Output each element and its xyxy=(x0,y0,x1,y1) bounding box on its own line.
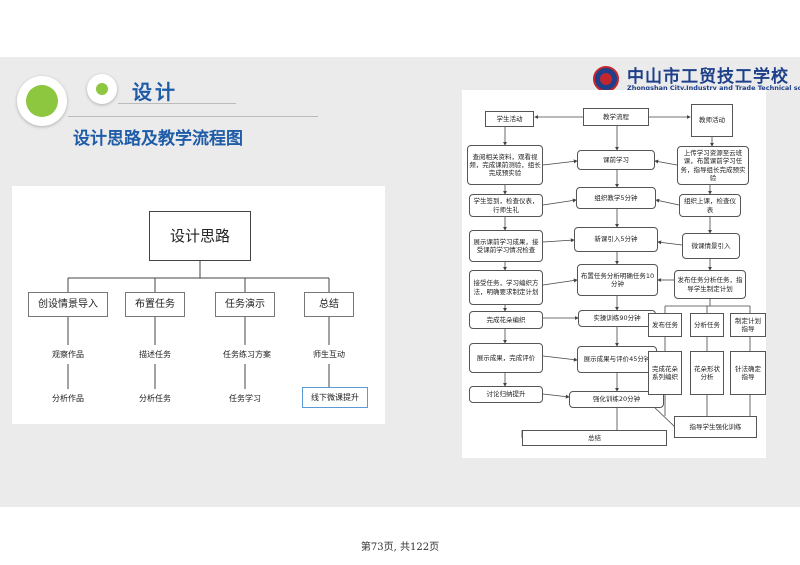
flow-header-teacher: 教师活动 xyxy=(691,104,733,137)
section-title: 设计 xyxy=(132,80,178,104)
student-activity: 讨论归纳提升 xyxy=(469,386,543,403)
branch-title: 任务演示 xyxy=(215,292,275,317)
process-step: 实操训练90分钟 xyxy=(578,310,656,327)
school-name-en: Zhongshan City,Industry and Trade Techni… xyxy=(627,84,800,92)
branch-title: 布置任务 xyxy=(125,292,185,317)
teacher-activity: 微课情景引入 xyxy=(682,233,740,259)
school-logo-center xyxy=(600,73,612,85)
design-map-panel: 设计思路 创设情景导入 布置任务 任务演示 总结 观察作品 描述任务 任务练习方… xyxy=(12,186,385,424)
decor-dot-small xyxy=(96,83,108,95)
branch-step: 描述任务 xyxy=(139,349,171,359)
page-subtitle: 设计思路及教学流程图 xyxy=(73,129,243,149)
branch-step: 师生互动 xyxy=(313,349,345,359)
branch-step-highlighted: 线下微课提升 xyxy=(302,387,368,408)
branch-title: 创设情景导入 xyxy=(28,292,108,317)
school-name-cn: 中山市工贸技工学校 xyxy=(627,67,789,87)
student-activity: 完成花朵编织 xyxy=(469,311,543,329)
process-step: 课前学习 xyxy=(577,150,655,170)
design-map-root: 设计思路 xyxy=(149,211,251,261)
flow-header-process: 教学流程 xyxy=(583,108,649,126)
divider-line xyxy=(118,103,236,104)
process-step: 展示成果与评价45分钟 xyxy=(577,346,657,373)
teacher-sub-header: 发布任务 xyxy=(648,313,682,337)
branch-step: 观察作品 xyxy=(52,349,84,359)
teacher-sub-item: 完成花朵系列编织 xyxy=(648,351,682,395)
branch-title: 总结 xyxy=(304,292,354,317)
flow-header-student: 学生活动 xyxy=(485,111,534,127)
teacher-sub-item: 花朵形状分析 xyxy=(690,351,724,395)
branch-step: 任务学习 xyxy=(229,393,261,403)
teacher-guide-box: 指导学生强化训练 xyxy=(674,416,757,438)
student-activity: 展示成果，完成评价 xyxy=(469,343,543,373)
process-step: 强化训练20分钟 xyxy=(569,391,664,408)
teacher-sub-item: 针法确定指导 xyxy=(730,351,766,395)
branch-step: 分析任务 xyxy=(139,393,171,403)
page-number: 第73页, 共122页 xyxy=(360,542,440,553)
process-step: 布置任务分析明确任务10分钟 xyxy=(577,264,658,296)
teacher-sub-header: 分析任务 xyxy=(690,313,724,337)
process-step: 新课引入5分钟 xyxy=(574,227,658,252)
branch-step: 任务练习方案 xyxy=(223,349,271,359)
teacher-activity: 组织上课，检查仪表 xyxy=(679,194,741,217)
flow-summary-box: 总结 xyxy=(522,430,667,446)
teacher-activity: 上传学习资源至云班课，布置课前学习任务，指导组长完成预实验 xyxy=(677,146,749,185)
teaching-flow-panel: 学生活动 教学流程 教师活动 查阅相关资料，观看视频，完成课前测验，组长完成预实… xyxy=(462,90,766,458)
process-step: 组织教学5分钟 xyxy=(576,187,656,209)
teacher-activity: 发布任务分析任务，指导学生制定计划 xyxy=(674,270,746,299)
student-activity: 查阅相关资料，观看视频，完成课前测验，组长完成预实验 xyxy=(467,145,543,185)
teacher-sub-header: 制定计划指导 xyxy=(730,313,766,337)
divider-line xyxy=(68,116,318,117)
student-activity: 接受任务，学习编织方法，明确要求制定计划 xyxy=(469,270,543,305)
decor-dot-large xyxy=(26,85,58,117)
student-activity: 展示课前学习成果，接受课前学习情况检查 xyxy=(469,230,543,262)
branch-step: 分析作品 xyxy=(52,393,84,403)
student-activity: 学生签到，检查仪表，行师生礼 xyxy=(469,194,543,217)
